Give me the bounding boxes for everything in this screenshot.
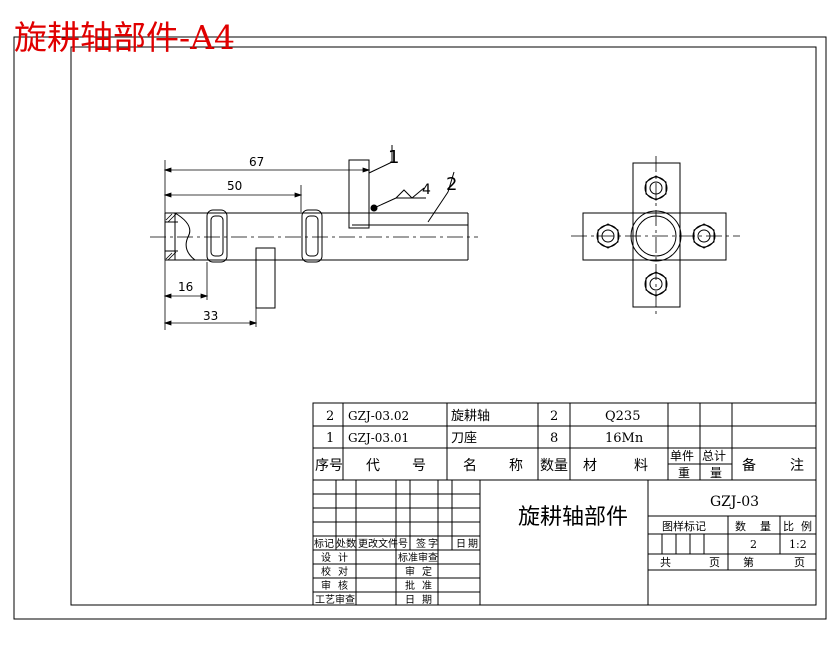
- sign-check-b: 对: [338, 565, 348, 578]
- side-view: [571, 156, 740, 316]
- sign-approve-b: 定: [422, 565, 432, 578]
- sign-check-a: 校: [321, 565, 331, 578]
- hdr-seq: 序号: [315, 458, 343, 474]
- sign-review-b: 核: [338, 579, 348, 592]
- hdr-weight-b: 量: [710, 466, 722, 480]
- meta-qty-b: 量: [760, 520, 771, 533]
- hdr-qty: 数量: [540, 458, 568, 474]
- sign-standard: 标准审查: [398, 551, 438, 564]
- meta-scale-b: 例: [801, 519, 812, 533]
- row1-code: GZJ-03.01: [348, 431, 409, 445]
- meta-scale-a: 比: [783, 520, 794, 533]
- sign-ratify-b: 准: [422, 580, 432, 592]
- row2-qty: 2: [550, 409, 558, 424]
- front-view: [150, 145, 478, 309]
- balloons: 1 2 4: [388, 147, 457, 198]
- hdr-material-b: 料: [634, 458, 648, 474]
- hdr-code-b: 号: [412, 458, 426, 474]
- row1-qty: 8: [550, 431, 558, 446]
- drawing-number: GZJ-03: [710, 494, 759, 510]
- rev-label-docno: 更改文件号: [358, 537, 408, 550]
- rev-label-sign-b: 字: [428, 537, 438, 550]
- row1-name: 刀座: [451, 431, 477, 446]
- nut-left: [596, 223, 620, 249]
- sign-date-b: 期: [422, 594, 432, 606]
- sign-design-b: 计: [338, 551, 348, 564]
- dim-50: 50: [227, 179, 242, 193]
- hdr-material-a: 材: [583, 458, 597, 474]
- nut-bottom: [644, 271, 668, 297]
- rev-label-date-b: 期: [468, 538, 478, 550]
- row2-code: GZJ-03.02: [348, 409, 409, 423]
- row2-name: 旋耕轴: [451, 408, 490, 424]
- sign-approve-a: 审: [405, 565, 415, 578]
- hdr-weight-a: 重: [678, 466, 690, 480]
- dim-33: 33: [203, 309, 218, 323]
- meta-scale: 1:2: [789, 538, 807, 551]
- sheet-no-label: 第: [743, 555, 754, 569]
- sheet-no-unit: 页: [794, 556, 805, 569]
- rev-label-sign-a: 签: [416, 537, 426, 550]
- outer-border: [13, 36, 827, 620]
- balloon-4: 4: [422, 182, 431, 198]
- rev-label-mark: 标记: [314, 538, 334, 550]
- meta-qty-a: 数: [735, 520, 746, 533]
- dimensions: [163, 160, 371, 330]
- hdr-code-a: 代: [366, 458, 380, 474]
- balloon-2: 2: [446, 174, 457, 195]
- rev-label-date-a: 日: [456, 539, 466, 550]
- rev-label-count: 处数: [336, 537, 356, 550]
- sheet-total-unit: 页: [709, 556, 720, 569]
- hdr-remark-a: 备: [742, 457, 756, 474]
- drawing-name: 旋耕轴部件: [518, 505, 628, 530]
- nut-right: [692, 223, 716, 249]
- title-block-text: 旋耕轴部件 GZJ-03 标记 处数 更改文件号 签 字 日 期 设 计 校 对…: [314, 494, 812, 606]
- meta-count: 2: [750, 538, 757, 551]
- hdr-name-a: 名: [463, 458, 477, 474]
- row2-seq: 2: [326, 409, 334, 424]
- sheet-total-label: 共: [660, 556, 671, 569]
- sign-process: 工艺审查: [315, 593, 355, 606]
- hdr-name-b: 称: [509, 458, 523, 474]
- sign-ratify-a: 批: [405, 579, 415, 592]
- parts-list-text: 2 GZJ-03.02 旋耕轴 2 Q235 1 GZJ-03.01 刀座 8 …: [315, 408, 804, 480]
- dim-16: 16: [178, 280, 193, 294]
- sheet-title: 旋耕轴部件-A4: [14, 18, 235, 57]
- sign-review-a: 审: [321, 579, 331, 592]
- nut-top: [644, 175, 668, 201]
- hdr-total: 总计: [702, 449, 726, 463]
- hdr-unit: 单件: [670, 449, 694, 463]
- row1-material: 16Mn: [605, 431, 644, 446]
- sign-date-a: 日: [405, 595, 415, 606]
- hdr-remark-b: 注: [790, 458, 804, 474]
- row2-material: Q235: [605, 409, 640, 424]
- balloon-1: 1: [388, 147, 399, 168]
- sign-design-a: 设: [321, 552, 331, 564]
- title-block-grid: [312, 479, 817, 606]
- dim-67: 67: [249, 155, 264, 169]
- meta-mark: 图样标记: [662, 519, 706, 533]
- row1-seq: 1: [326, 431, 334, 446]
